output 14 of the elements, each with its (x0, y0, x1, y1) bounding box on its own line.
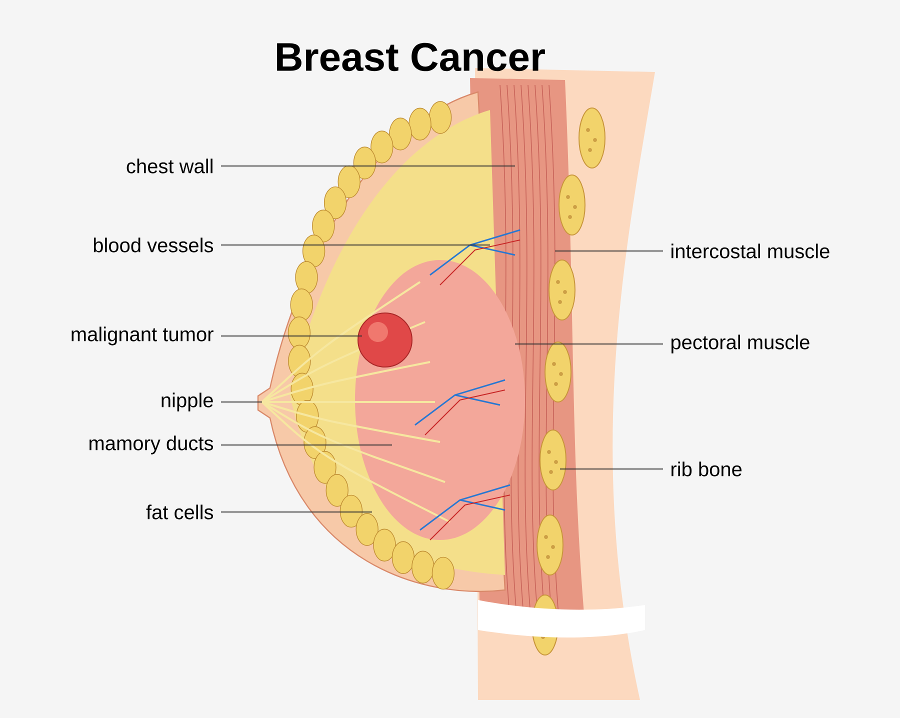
part-label: nipple (162, 392, 213, 412)
leader-line (560, 468, 664, 470)
part-label: fat cells (146, 504, 214, 520)
part-label: chest wall (126, 158, 212, 174)
part-label: blood vessels (94, 238, 214, 252)
part-label: pectoral muscle (672, 334, 810, 354)
part-label: malignant tumor (72, 326, 214, 346)
leader-line (220, 444, 392, 446)
leader-line (220, 244, 490, 246)
title: Breast Cancer (277, 42, 545, 72)
part-label: rib bone (672, 462, 742, 476)
part-label: intercostal muscle (672, 244, 830, 258)
leader-line (554, 250, 664, 252)
part-label: mamory ducts (90, 436, 214, 454)
